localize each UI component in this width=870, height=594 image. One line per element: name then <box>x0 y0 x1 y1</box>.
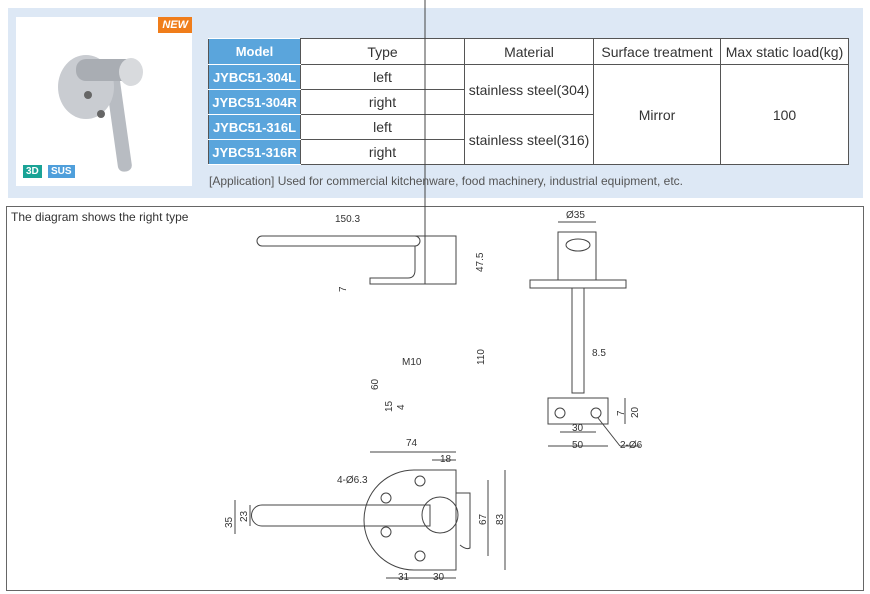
diagram-caption: The diagram shows the right type <box>11 210 189 224</box>
front-view <box>529 221 640 447</box>
table-row: JYBC51-304R right <box>208 89 849 115</box>
dim-label: Ø35 <box>566 210 585 221</box>
3d-badge: 3D <box>23 165 42 178</box>
top-view <box>234 451 506 579</box>
model-cell: JYBC51-316R <box>208 139 301 165</box>
model-cell: JYBC51-304R <box>208 89 301 115</box>
application-text: [Application] Used for commercial kitche… <box>209 174 683 188</box>
new-badge: NEW <box>158 17 192 33</box>
header-model: Model <box>208 38 301 65</box>
header-load: Max static load(kg) <box>720 38 849 65</box>
side-view <box>256 0 457 285</box>
type-cell: right <box>300 139 465 165</box>
dim-label: 35 <box>224 516 235 528</box>
dim-label: 50 <box>572 440 584 451</box>
dim-label: 30 <box>433 572 445 583</box>
dim-label: 7 <box>338 286 349 292</box>
type-cell: left <box>300 64 465 90</box>
dim-label: 83 <box>495 513 506 525</box>
material-cell: stainless steel(304) <box>464 64 594 115</box>
dim-label: 8.5 <box>592 348 606 359</box>
header-type: Type <box>300 38 465 65</box>
dim-label: 7 <box>616 410 627 416</box>
spec-table: Model Type Material Surface treatment Ma… <box>208 38 849 165</box>
table-row: JYBC51-304L left stainless steel(304) Mi… <box>208 64 849 165</box>
dim-label: 110 <box>476 349 487 365</box>
surface-cell: Mirror <box>593 64 721 165</box>
dim-label: 74 <box>406 438 418 449</box>
header-material: Material <box>464 38 594 65</box>
dim-label: 67 <box>478 513 489 525</box>
dim-label: 20 <box>630 406 641 418</box>
model-cell: JYBC51-316L <box>208 114 301 140</box>
material-cell: stainless steel(316) <box>464 114 594 165</box>
handle-illustration <box>58 55 143 172</box>
dim-label: M10 <box>402 357 422 368</box>
dim-label: 4-Ø6.3 <box>337 475 368 486</box>
dim-label: 60 <box>370 378 381 390</box>
dim-label: 150.3 <box>335 214 360 225</box>
dim-label: 4 <box>396 404 407 410</box>
product-image: NEW 3D SUS <box>16 17 192 186</box>
type-cell: right <box>300 89 465 115</box>
dim-label: 15 <box>384 400 395 412</box>
model-cell: JYBC51-304L <box>208 64 301 90</box>
load-cell: 100 <box>720 64 849 165</box>
dim-label: 18 <box>440 454 452 465</box>
dim-label: 30 <box>572 423 584 434</box>
diagram-panel: The diagram shows the right type <box>6 206 864 591</box>
dim-label: 47.5 <box>475 252 486 272</box>
table-row: JYBC51-316R right <box>208 139 849 165</box>
sus-badge: SUS <box>48 165 75 178</box>
dim-label: 23 <box>239 510 250 522</box>
dim-label: 2-Ø6 <box>620 440 643 451</box>
header-surface: Surface treatment <box>593 38 721 65</box>
dim-label: 31 <box>398 572 410 583</box>
